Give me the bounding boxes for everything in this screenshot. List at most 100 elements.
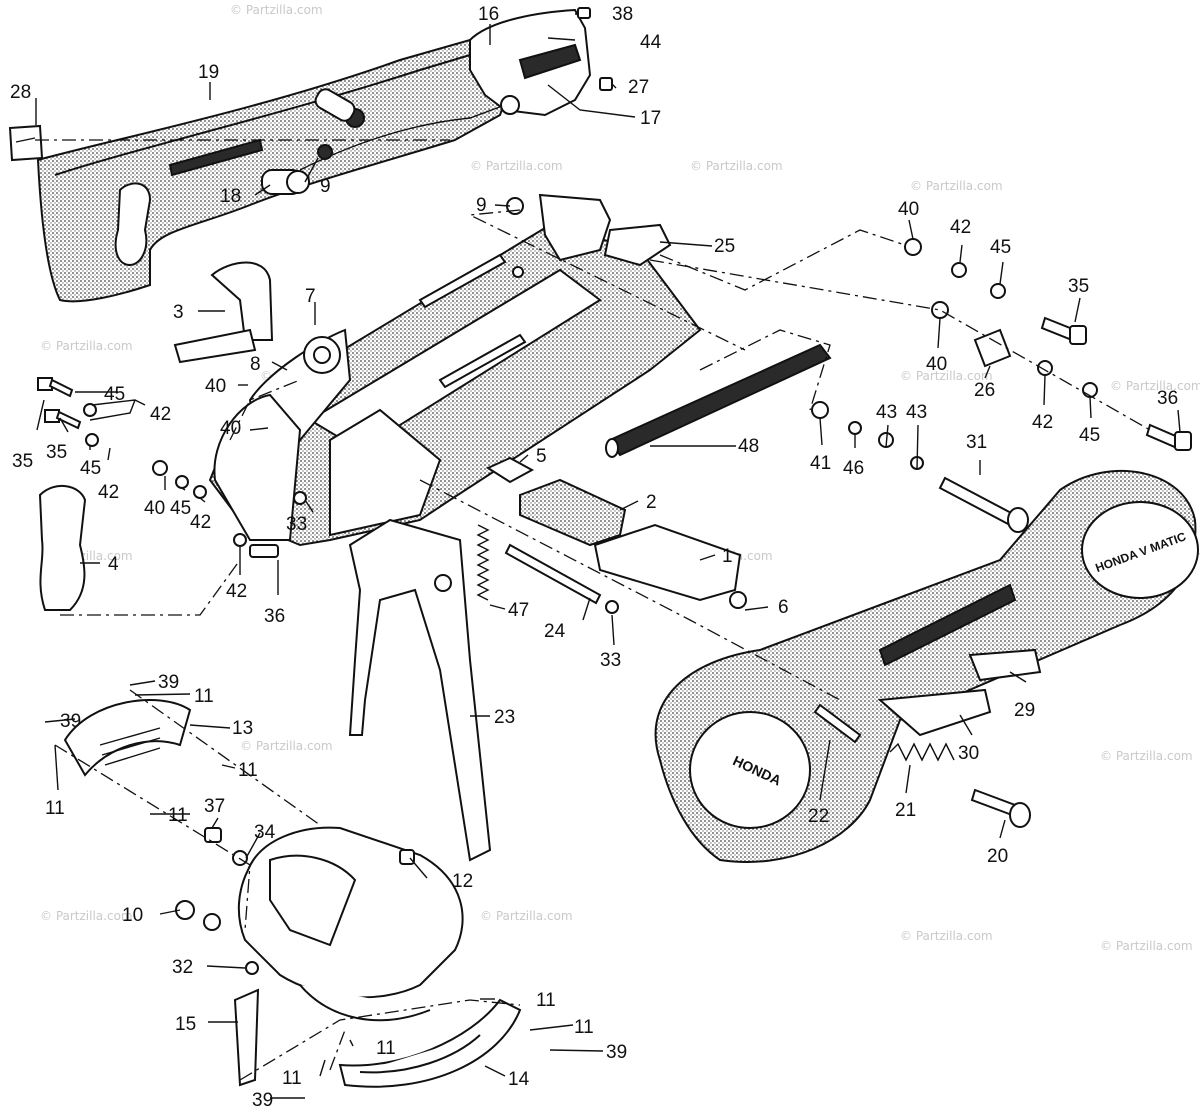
callout-15: 15 bbox=[175, 1014, 196, 1035]
cable-part-18 bbox=[261, 104, 506, 195]
callout-42-a: 42 bbox=[150, 404, 171, 425]
label-part-28 bbox=[8, 124, 44, 162]
leader-lines bbox=[35, 13, 1181, 1099]
callout-35-c: 35 bbox=[1068, 276, 1089, 297]
watermark: © Partzilla.com bbox=[1110, 379, 1200, 393]
callout-42-d: 42 bbox=[226, 581, 247, 602]
callout-23: 23 bbox=[494, 707, 515, 728]
callout-42-e: 42 bbox=[950, 217, 971, 238]
watermark: © Partzilla.com bbox=[910, 179, 1003, 193]
callout-6: 6 bbox=[778, 597, 789, 618]
heat-shield-part-13 bbox=[63, 699, 192, 777]
pipe-part-4 bbox=[38, 485, 87, 611]
callout-1: 1 bbox=[722, 546, 733, 567]
callout-12: 12 bbox=[452, 871, 473, 892]
transmission-cover: HONDA V MATIC HONDA bbox=[654, 469, 1199, 863]
callout-33-b: 33 bbox=[600, 650, 621, 671]
callout-39-a: 39 bbox=[158, 672, 179, 693]
callout-7: 7 bbox=[305, 286, 316, 307]
callout-9-upper: 9 bbox=[320, 176, 331, 197]
bolt-part-36 bbox=[1145, 423, 1192, 451]
callout-45-a: 45 bbox=[104, 384, 125, 405]
hardware-group bbox=[37, 197, 1098, 975]
plate-part-5 bbox=[485, 456, 535, 484]
watermark: © Partzilla.com bbox=[470, 159, 563, 173]
callout-45-d: 45 bbox=[990, 237, 1011, 258]
bolt-part-35 bbox=[1040, 316, 1087, 345]
callout-11-e: 11 bbox=[536, 990, 556, 1011]
body-cover-part-19 bbox=[36, 39, 522, 303]
callout-8: 8 bbox=[250, 354, 261, 375]
callout-18: 18 bbox=[220, 186, 241, 207]
watermark: © Partzilla.com bbox=[480, 909, 573, 923]
callout-4: 4 bbox=[108, 554, 119, 575]
screw-part-27 bbox=[599, 77, 613, 91]
callout-3: 3 bbox=[173, 302, 184, 323]
callout-13: 13 bbox=[232, 718, 253, 739]
callout-25: 25 bbox=[714, 236, 735, 257]
housing-part-16 bbox=[469, 8, 592, 117]
callout-36-a: 36 bbox=[264, 606, 285, 627]
callout-48: 48 bbox=[738, 436, 759, 457]
callout-37: 37 bbox=[204, 796, 225, 817]
callout-29: 29 bbox=[1014, 700, 1035, 721]
callout-11-g: 11 bbox=[376, 1038, 396, 1059]
callout-16: 16 bbox=[478, 4, 499, 25]
callout-20: 20 bbox=[987, 846, 1008, 867]
callout-39-d: 39 bbox=[252, 1090, 273, 1111]
rod-part-24 bbox=[504, 543, 602, 605]
callout-47: 47 bbox=[508, 600, 529, 621]
bolt-part-31 bbox=[938, 476, 1029, 533]
callout-32: 32 bbox=[172, 957, 193, 978]
callout-11-d: 11 bbox=[168, 805, 188, 826]
callout-33-a: 33 bbox=[286, 514, 307, 535]
frame-assembly bbox=[208, 193, 702, 547]
callout-39-b: 39 bbox=[60, 711, 81, 732]
bracket-part-3 bbox=[173, 261, 274, 364]
watermark: © Partzilla.com bbox=[40, 909, 133, 923]
callout-43-b: 43 bbox=[906, 402, 927, 423]
watermark: © Partzilla.com bbox=[900, 369, 993, 383]
callout-labels: 28 19 16 38 44 27 17 18 9 9 25 3 7 8 40 … bbox=[10, 4, 1178, 1111]
rod-part-22 bbox=[813, 703, 862, 744]
callout-34: 34 bbox=[254, 822, 276, 843]
watermark: © Partzilla.com bbox=[240, 739, 333, 753]
bolt-part-20 bbox=[970, 788, 1031, 828]
callout-24: 24 bbox=[544, 621, 566, 642]
muffler-part-12 bbox=[237, 826, 464, 1022]
damper-part-1 bbox=[593, 523, 747, 609]
callout-11-f: 11 bbox=[574, 1017, 594, 1038]
callout-11-b: 11 bbox=[238, 760, 258, 781]
callout-31: 31 bbox=[966, 432, 987, 453]
pad-part-30 bbox=[877, 688, 992, 737]
spring-part-47 bbox=[476, 524, 490, 601]
watermark: © Partzilla.com bbox=[1100, 749, 1193, 763]
watermark: © Partzilla.com bbox=[40, 339, 133, 353]
callout-45-c: 45 bbox=[170, 498, 191, 519]
callout-22: 22 bbox=[808, 806, 829, 827]
callout-42-c: 42 bbox=[190, 512, 211, 533]
callout-40-e: 40 bbox=[926, 354, 947, 375]
callout-17: 17 bbox=[640, 108, 661, 129]
pad-part-29 bbox=[968, 648, 1042, 682]
stand-part-23 bbox=[348, 518, 492, 862]
callout-45-b: 45 bbox=[80, 458, 101, 479]
callout-14: 14 bbox=[508, 1069, 530, 1090]
callout-39-c: 39 bbox=[606, 1042, 627, 1063]
callout-26: 26 bbox=[974, 380, 995, 401]
callout-42-f: 42 bbox=[1032, 412, 1053, 433]
callout-5: 5 bbox=[536, 446, 547, 467]
watermark: © Partzilla.com bbox=[230, 3, 323, 17]
callout-35-b: 35 bbox=[46, 442, 67, 463]
callout-43-a: 43 bbox=[876, 402, 897, 423]
callout-44: 44 bbox=[640, 32, 662, 53]
callout-42-b: 42 bbox=[98, 482, 119, 503]
tube-part-26 bbox=[973, 328, 1012, 368]
callout-45-e: 45 bbox=[1079, 425, 1100, 446]
spring-part-21 bbox=[889, 742, 955, 762]
callout-40-c: 40 bbox=[144, 498, 165, 519]
watermark: © Partzilla.com bbox=[1100, 939, 1193, 953]
watermark: © Partzilla.com bbox=[690, 159, 783, 173]
shaft-part-48 bbox=[605, 343, 832, 458]
pad-part-2 bbox=[519, 478, 627, 547]
